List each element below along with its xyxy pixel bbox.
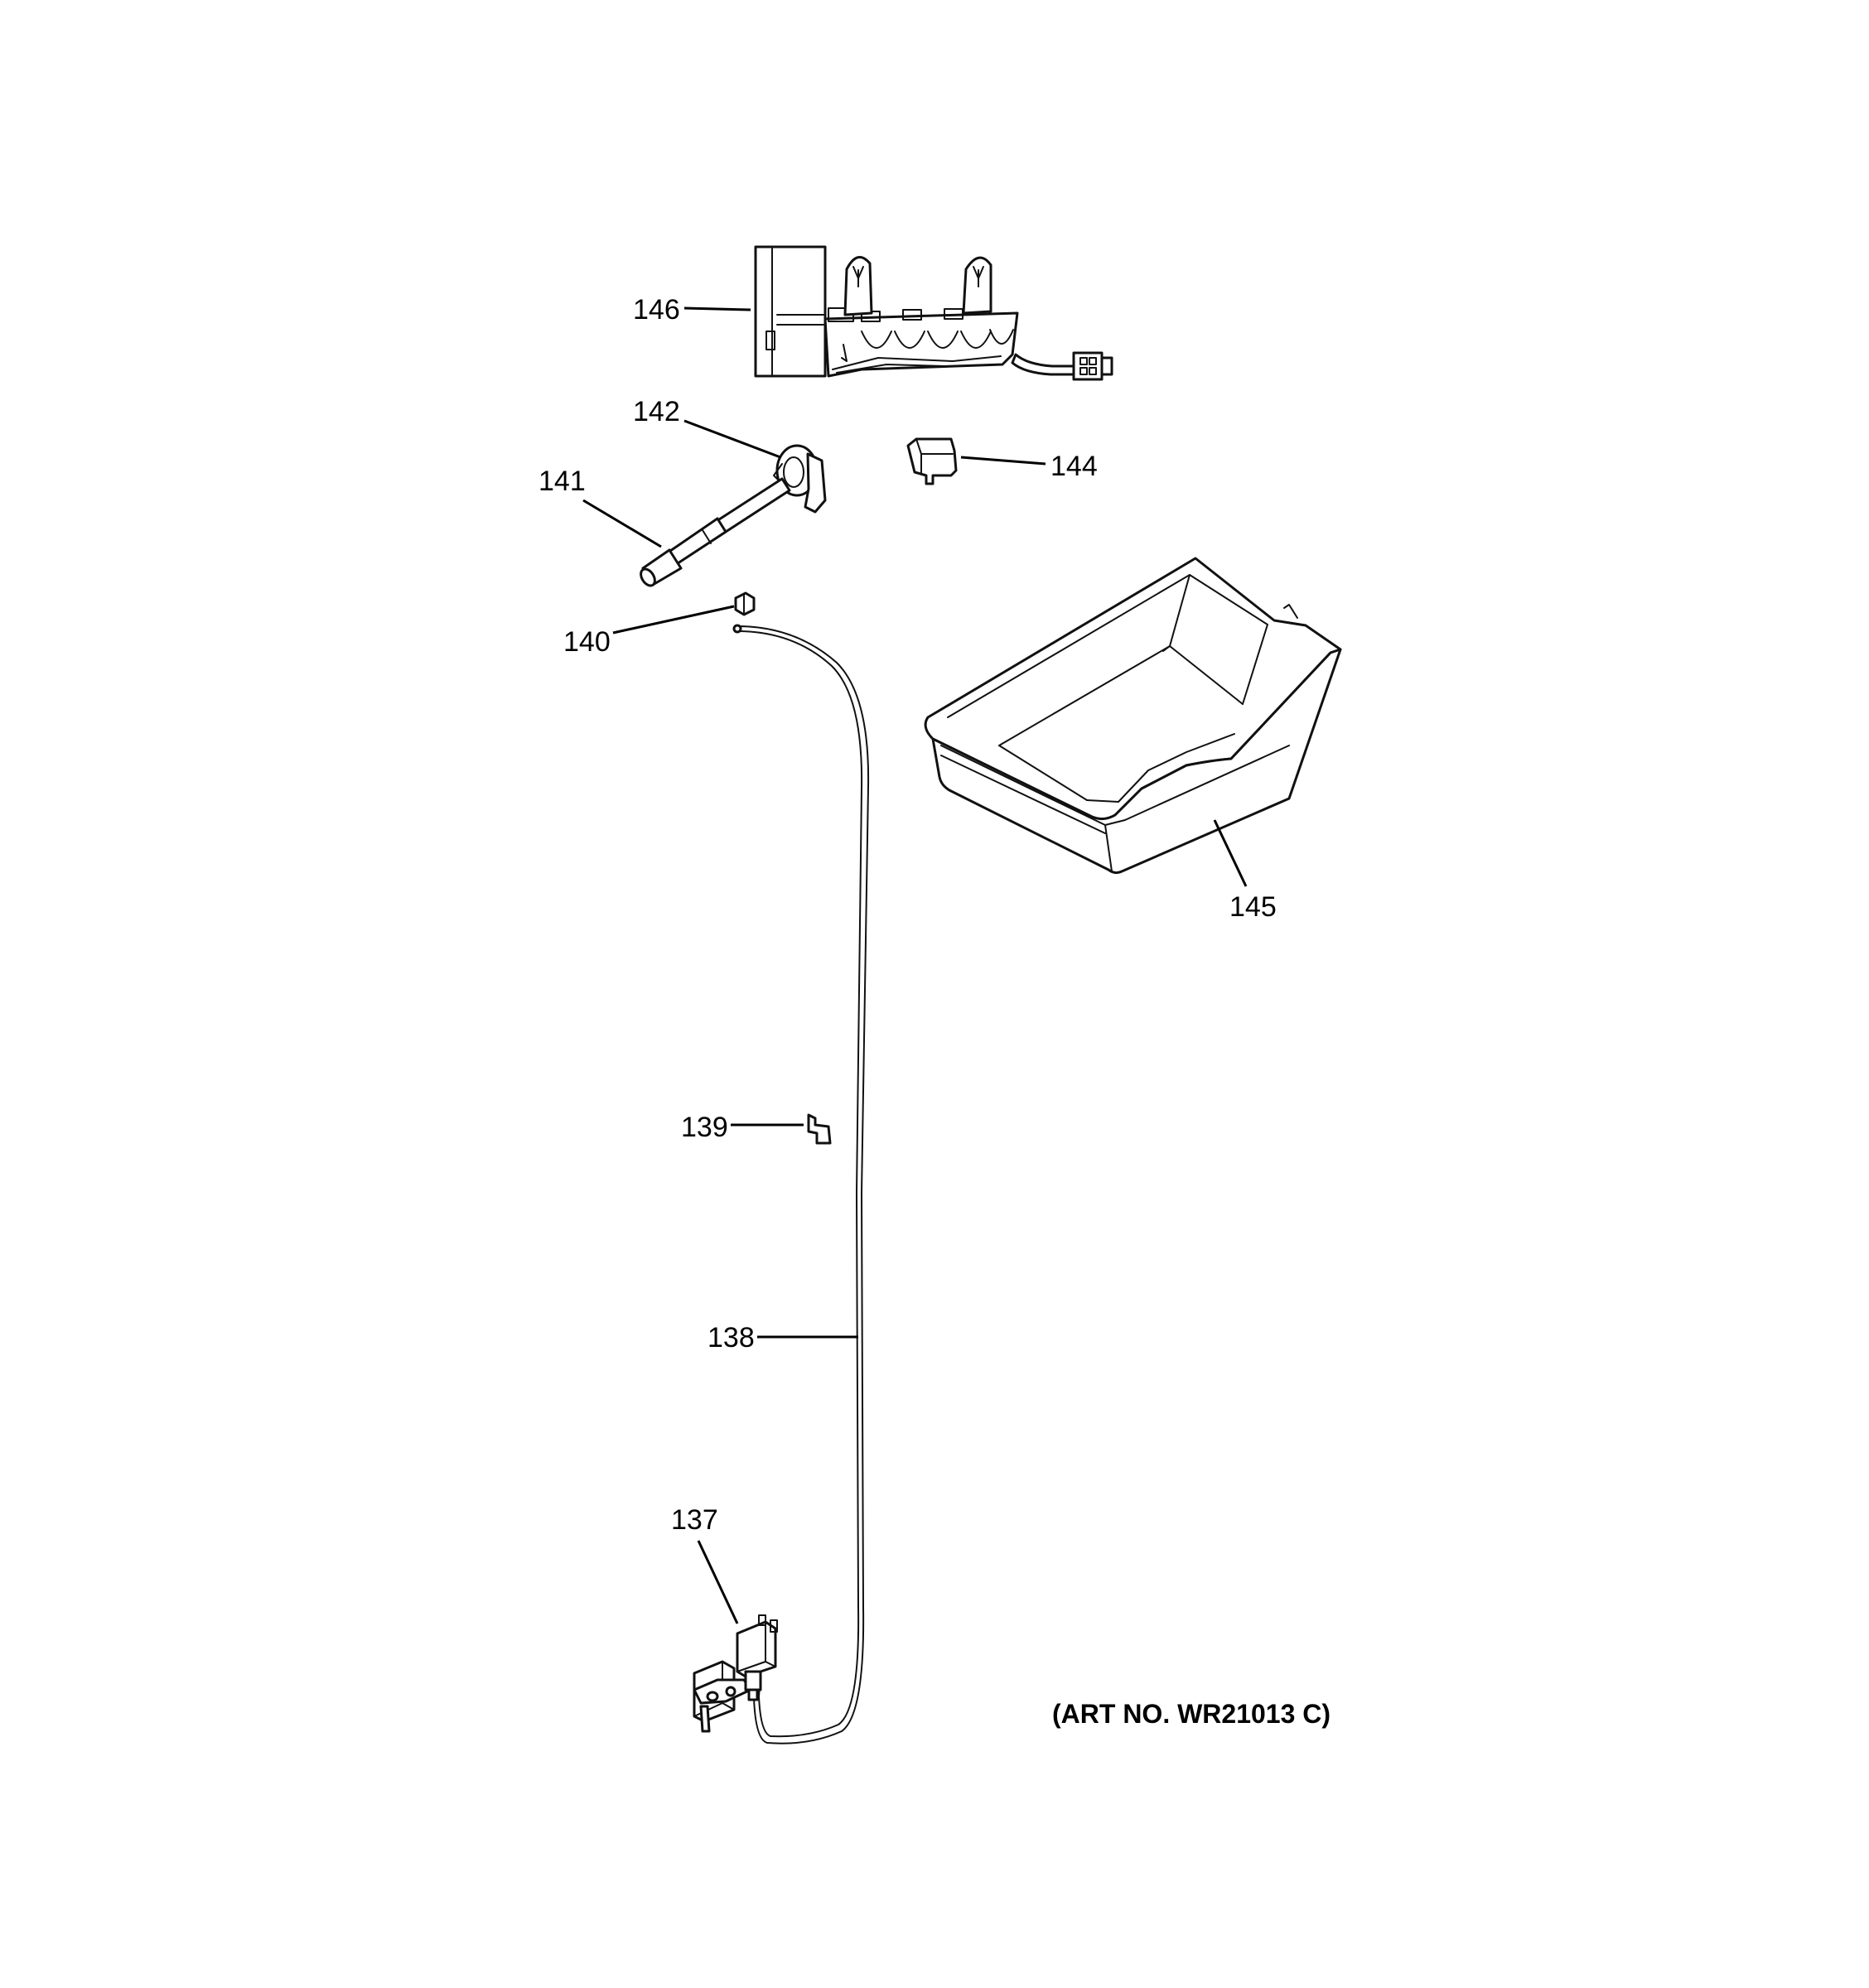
leader-137 [697, 1540, 739, 1624]
leader-140 [612, 605, 735, 635]
callout-145: 145 [1229, 891, 1277, 923]
callout-144: 144 [1050, 451, 1098, 482]
icemaker-assembly [754, 245, 1113, 381]
callout-137: 137 [671, 1504, 718, 1536]
tube-clip [807, 1113, 832, 1145]
art-number: (ART NO. WR21013 C) [1052, 1699, 1331, 1729]
leader-lines [582, 306, 1248, 1624]
callout-140: 140 [563, 626, 611, 658]
callout-142: 142 [633, 396, 680, 427]
leader-142 [683, 419, 781, 459]
callout-146: 146 [633, 294, 680, 326]
water-tube [732, 624, 870, 1744]
leader-146 [683, 306, 751, 311]
callout-labels: 146 142 141 144 140 145 139 138 137 (ART… [538, 294, 1331, 1729]
leader-141 [582, 499, 662, 548]
bracket-clip [906, 437, 958, 485]
water-valve [693, 1614, 778, 1733]
ice-bucket [924, 557, 1342, 875]
fill-tube [640, 477, 791, 587]
leader-145 [1213, 819, 1248, 887]
leader-144 [960, 456, 1046, 466]
callout-141: 141 [538, 466, 586, 497]
callout-139: 139 [681, 1112, 728, 1143]
callout-138: 138 [708, 1322, 755, 1353]
tube-nut [734, 591, 756, 616]
